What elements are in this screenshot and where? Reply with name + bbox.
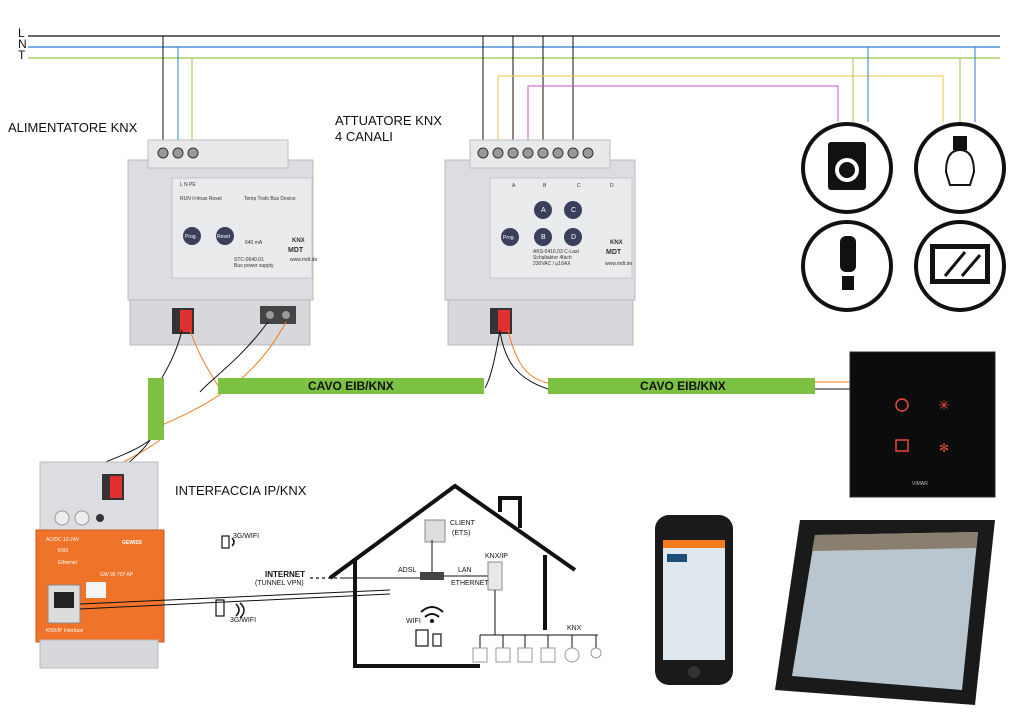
psu-device [127,139,314,346]
actuator-button-d [564,228,582,246]
psu-title: ALIMENTATORE KNX [8,120,138,135]
phone-icon [432,633,442,647]
knx-ip-label: KNX/IP [485,553,508,560]
keypad-light-icon [895,398,909,412]
line-l-label: L [18,26,25,40]
actuator-btn-a-label: A [541,207,546,214]
cable-label-2: CAVO EIB/KNX [640,379,726,393]
actuator-channel-a: A [512,183,516,189]
knx-cables [148,378,815,440]
actuator-brand-logo: MDT [606,249,622,256]
internet-label: INTERNET [265,570,305,579]
cable-label-1: CAVO EIB/KNX [308,379,394,393]
light-bulb-icon [914,122,1006,214]
psu-current-label: 640 mA [245,240,263,246]
actuator-button-c [564,201,582,219]
actuator-prog-label: Prog. [503,235,515,241]
actuator-prog-button [501,228,519,246]
interface-power-text: AC/DC 10-24V [46,537,80,543]
3g-wifi-top-label: 3G/WIFI [233,533,260,540]
psu-description: Bus power supply [234,263,274,269]
psu-terminals [157,147,199,159]
ethernet-label: ETHERNET [451,580,489,587]
actuator-supply-wires [482,36,976,148]
actuator-model: AKS-0416.03 C-Last [533,249,579,255]
actuator-btn-b-label: B [541,234,546,241]
tablet-icon [415,629,429,647]
actuator-btn-c-label: C [571,207,577,214]
client-pc-icon [424,519,446,543]
load-icons [801,122,1006,312]
knx-ip-module-icon [487,561,503,591]
actuator-desc-2: 230VAC / μ16AX [533,261,571,267]
wifi-icon [420,606,444,623]
actuator-title-line2: 4 CANALI [335,129,393,144]
psu-web: www.mdt.de [290,257,318,263]
lan-label: LAN [458,567,472,574]
client-label: CLIENT [450,520,475,527]
adsl-label: ADSL [398,567,417,574]
psu-prog-label: Prog. [185,234,197,240]
actuator-btn-d-label: D [571,234,577,241]
3g-wifi-bottom-label: 3G/WIFI [230,617,257,624]
line-t-label: T [18,48,26,62]
actuator-knx-logo: KNX [610,240,623,246]
home-network [415,519,602,663]
knx-bus-devices [472,635,602,663]
actuator-button-a [534,201,552,219]
ip-interface-device [35,461,165,669]
psu-prog-button [183,227,201,245]
mobile-phone-icon [221,535,230,549]
house-outline [328,483,577,668]
keypad-sun-icon: ✳ [938,398,950,414]
mobile-phone-icon [215,599,225,617]
actuator-channel-d: D [610,183,614,189]
psu-led-labels: RUN I>Imax Reset [180,196,222,202]
actuator-button-b [534,228,552,246]
psu-reset-button [216,227,234,245]
wifi-label: WIFI [406,618,421,625]
power-lines [28,35,1000,59]
psu-led-labels-2: Temp Trafo Bus Device [244,196,296,202]
actuator-channel-b: B [543,183,547,189]
mobile-3g-icons [215,535,245,619]
tablet-image [775,520,995,705]
vimar-brand-label: VIMAR [912,481,928,487]
psu-model: STC-0640.01 [234,257,264,263]
adsl-router-icon [420,572,444,580]
actuator-desc-1: Schaltaktor 4fach [533,255,572,261]
keypad-snow-icon: ✻ [939,441,949,455]
interface-footer: KNX/IP Interface [46,628,84,634]
actuator-web: www.mdt.de [605,261,633,267]
actuator-title-line1: ATTUATORE KNX [335,113,442,128]
interface-ethernet-text: Ethernet [58,560,77,566]
interface-title: INTERFACCIA IP/KNX [175,483,307,498]
keypad-home-icon [895,439,909,452]
actuator-terminals [477,147,594,159]
line-n-label: N [18,37,27,51]
actuator-device [444,139,636,346]
psu-supply-wires [162,36,193,148]
vimar-keypad: ✳ ✻ [849,351,996,498]
interface-knx-text: KNX [58,548,69,554]
interface-model: GW 90 707 AP [100,572,134,578]
psu-knx-logo: KNX [292,238,305,244]
actuator-channel-c: C [577,183,581,189]
psu-terminal-labels: L N PE [180,182,196,188]
tunnel-vpn-label: (TUNNEL VPN) [255,580,304,587]
psu-reset-label: Reset [217,234,231,240]
smartphone-image [655,515,733,685]
interface-brand: GEWISS [122,540,143,546]
client-ets-label: (ETS) [452,530,471,537]
psu-brand-logo: MDT [288,247,304,254]
knx-bus-label: KNX [567,625,582,632]
